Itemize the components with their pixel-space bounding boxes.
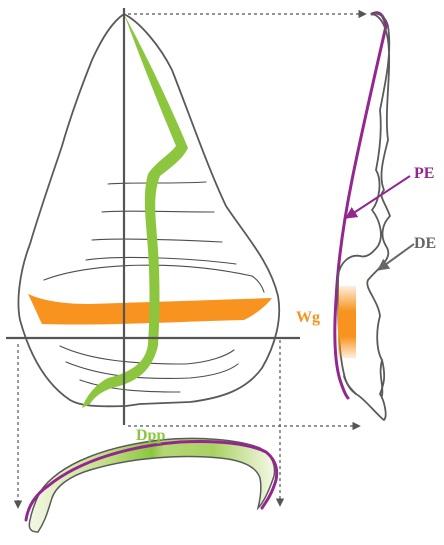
- de-inner-fold: [344, 360, 382, 396]
- projection-lines: [18, 14, 366, 508]
- bottom-cross-section: [26, 438, 277, 532]
- de-label: DE: [414, 235, 436, 252]
- side-cross-section: [335, 13, 390, 420]
- wg-label: Wg: [296, 309, 320, 326]
- wing-disc: [6, 8, 300, 425]
- dpp-label: Dpp: [136, 427, 165, 444]
- pe-pointer-arrow: [346, 176, 410, 218]
- de-pointer-arrow: [378, 244, 414, 270]
- wg-expression: [338, 286, 356, 358]
- dpp-gradient-band: [29, 438, 274, 532]
- pe-label: PE: [414, 165, 434, 182]
